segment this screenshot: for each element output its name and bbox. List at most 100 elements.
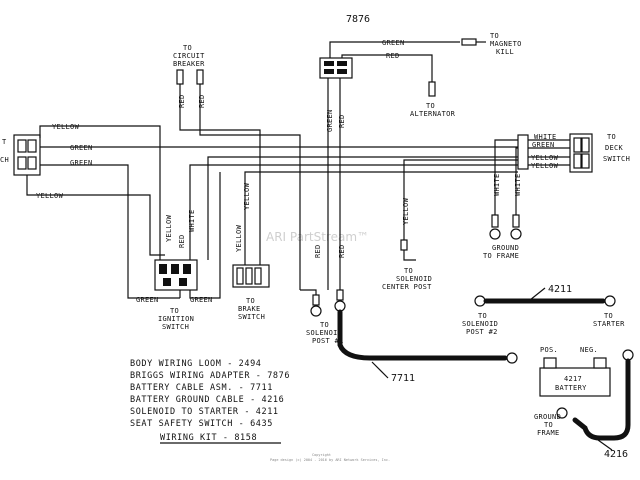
wire-label-yellow-brake-v: YELLOW (243, 182, 251, 210)
to-magneto-kill-3: KILL (496, 48, 514, 56)
wire-white-ignition (189, 164, 518, 260)
wire-label-white-gnd1: WHITE (493, 173, 501, 196)
wire-yellow-top (39, 125, 161, 260)
ign-label-green-right: GREEN (190, 296, 213, 304)
battery-ground-cable-4216 (572, 358, 631, 441)
to-post1-1: TO (320, 321, 329, 329)
wire-green-ignition-right (189, 172, 221, 299)
to-deck-switch-1: TO (607, 133, 616, 141)
wire-label-green: GREEN (382, 39, 405, 47)
to-sol-center-3: CENTER POST (382, 283, 432, 291)
to-circuit-breaker-2: CIRCUIT (173, 52, 205, 60)
wire-green-main-2 (40, 164, 180, 299)
wire-label-red-post1: RED (314, 244, 322, 258)
wire-label-green-vertical: GREEN (326, 109, 334, 132)
to-ignition-1: TO (170, 307, 179, 315)
wire-label-green-main: GREEN (70, 144, 93, 152)
ignition-pin (159, 264, 167, 274)
battery-body (539, 367, 611, 397)
battery-name: BATTERY (555, 384, 587, 392)
wire-label-yellow-top: YELLOW (52, 123, 80, 131)
parts-list-item: BODY WIRING LOOM - 2494 (130, 359, 262, 369)
wire-label-yellow-sol: YELLOW (402, 197, 410, 225)
wire-red-alternator (341, 54, 433, 82)
wire-label-white-ign: WHITE (188, 209, 196, 232)
copyright-line-1: Copyright (312, 453, 331, 457)
ground-crimp (512, 214, 520, 228)
to-starter-1: TO (604, 312, 613, 320)
ignition-pin (163, 278, 171, 286)
ground-cable-part-number: 4216 (604, 449, 628, 460)
wire-label-yellow-brake: YELLOW (235, 224, 243, 252)
battery-cable-ring (506, 352, 518, 364)
wire-label-red-breaker-r: RED (198, 94, 206, 108)
wire-yellow-bottom (26, 175, 165, 256)
brake-pin (254, 267, 262, 285)
starter-cable-ring-right (604, 295, 616, 307)
copyright-line-2: Page design (c) 2004 - 2016 by ARI Netwo… (270, 458, 390, 462)
breaker-terminal-right (196, 69, 204, 85)
ground-to-frame-top-1: GROUND (492, 244, 519, 252)
wire-red-breaker-left (179, 84, 261, 190)
left-connector-pin (17, 139, 27, 153)
leader-4211 (529, 287, 546, 301)
to-sol-center-1: TO (404, 267, 413, 275)
wire-label-red-breaker-l: RED (178, 94, 186, 108)
ignition-pin (183, 264, 191, 274)
to-brake-2: BRAKE (238, 305, 261, 313)
to-deck-switch-3: SWITCH (603, 155, 630, 163)
brake-pin (245, 267, 253, 285)
battery-pos-label: POS. (540, 346, 558, 354)
ground-ring-terminal (510, 228, 522, 240)
to-post1-3: POST #1 (312, 337, 344, 345)
ground-frame-bottom-2: TO (544, 421, 553, 429)
to-ignition-2: IGNITION (158, 315, 194, 323)
ground-cable-ring-bottom (556, 407, 568, 419)
to-circuit-breaker-1: TO (183, 44, 192, 52)
to-magneto-kill-1: TO (490, 32, 499, 40)
breaker-terminal-left (176, 69, 184, 85)
battery-neg-label: NEG. (580, 346, 598, 354)
starter-cable-part-number: 4211 (548, 284, 572, 295)
wiring-kit-label: WIRING KIT - 8158 (160, 433, 257, 443)
adapter-pin (324, 61, 334, 66)
watermark: ARI PartStream™ (266, 230, 369, 244)
ignition-pin (171, 264, 179, 274)
to-post2-2: SOLENOID (462, 320, 498, 328)
to-sol-center-2: SOLENOID (396, 275, 432, 283)
parts-list-item: BRIGGS WIRING ADAPTER - 7876 (130, 371, 290, 381)
wire-red-breaker-right (199, 84, 301, 290)
to-alternator-1: TO (426, 102, 435, 110)
deck-connector-pin (581, 137, 590, 153)
to-post2-1: TO (478, 312, 487, 320)
left-connector-pin (27, 156, 37, 170)
ign-label-green-left: GREEN (136, 296, 159, 304)
solenoid-center-lead (403, 248, 416, 261)
adapter-part-number: 7876 (346, 14, 370, 25)
wire-label-red: RED (386, 52, 400, 60)
wire-yellow-solenoid (403, 159, 518, 248)
to-post1-2: SOLENOID (306, 329, 342, 337)
wire-yellow-ignition (207, 156, 518, 260)
ignition-pin (179, 278, 187, 286)
wire-white-ground-1 (494, 139, 518, 215)
to-alternator-2: ALTERNATOR (410, 110, 456, 118)
wire-label-yellow-bottom: YELLOW (36, 192, 64, 200)
wire-label-yellow-ign: YELLOW (165, 214, 173, 242)
deck-connector-pin (573, 153, 582, 169)
deck-label-yellow-1: YELLOW (531, 154, 559, 162)
wire-red-post1 (300, 289, 317, 295)
parts-list-item: BATTERY GROUND CABLE - 4216 (130, 395, 284, 405)
to-brake-3: SWITCH (238, 313, 265, 321)
deck-connector-pin (573, 137, 582, 153)
post1-crimp (336, 289, 344, 301)
adapter-pin (324, 69, 334, 74)
to-circuit-breaker-3: BREAKER (173, 60, 205, 68)
battery-neg-post (593, 357, 607, 369)
leader-4216 (597, 439, 613, 451)
parts-list-item: BATTERY CABLE ASM. - 7711 (130, 383, 273, 393)
brake-pin (236, 267, 244, 285)
to-post2-3: POST #2 (466, 328, 498, 336)
solenoid-center-terminal (400, 239, 408, 251)
